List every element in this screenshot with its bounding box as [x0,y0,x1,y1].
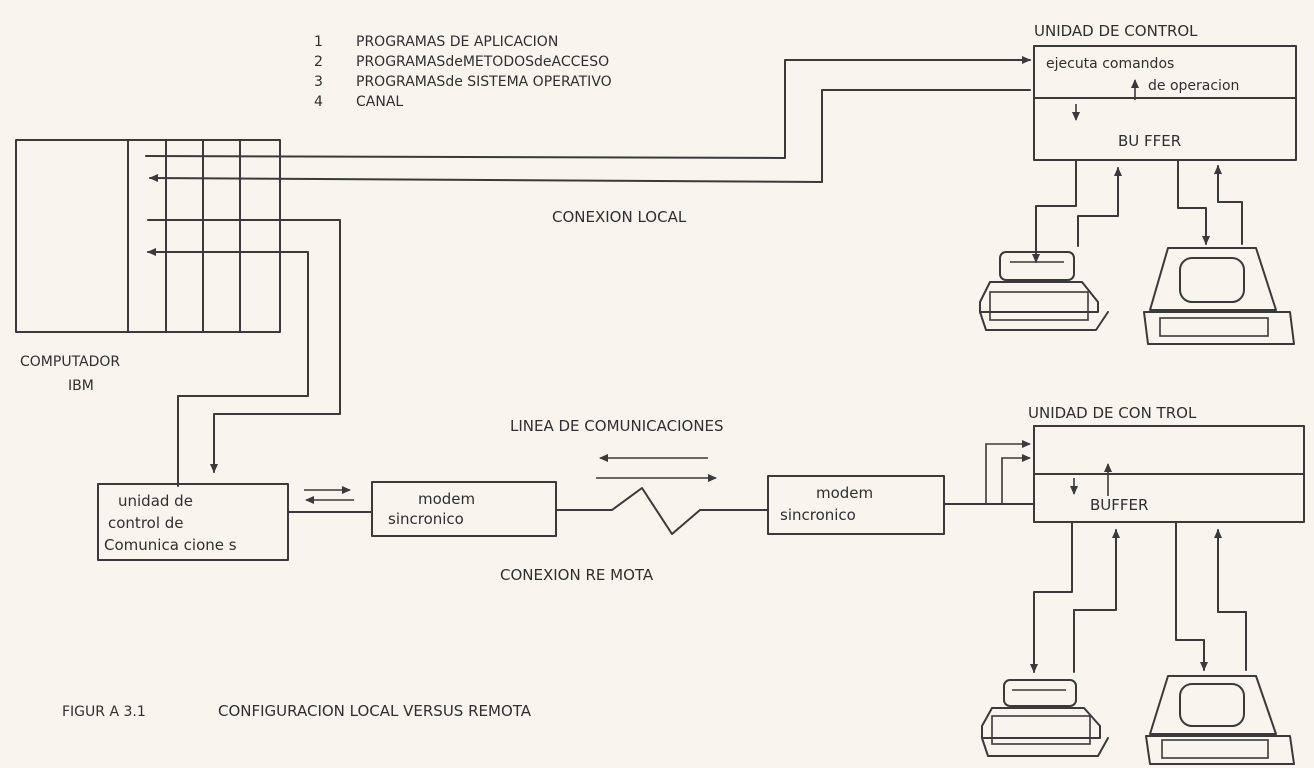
comm-line-label: LINEA DE COMUNICACIONES [510,417,724,435]
modem-left-line2: sincronico [388,510,464,528]
local-connection-label: CONEXION LOCAL [552,208,687,226]
remote-term2-down-line [1175,521,1208,671]
legend-text-1: PROGRAMAS DE APLICACION [356,34,558,50]
channel-to-control-unit [145,56,1031,159]
comm-controller-line1: unidad de [118,492,193,510]
legend-num-2: 2 [314,54,323,70]
control-unit-local-line1: ejecuta comandos [1046,56,1174,72]
channel-to-comm-controller [147,219,341,473]
control-unit-local-buffer: BU FFER [1118,132,1181,150]
computer-box [15,139,281,333]
remote-connection-label: CONEXION RE MOTA [500,566,654,584]
control-unit-local-title: UNIDAD DE CONTROL [1034,22,1198,40]
comm-controller-box [97,483,289,561]
computer-label-2: IBM [68,378,94,394]
crt-terminal-icon [1145,675,1295,765]
local-term2-down-line [1177,159,1210,245]
modem-to-remote-cu-arrow [985,440,1031,504]
modem-right-line1: modem [816,484,873,502]
local-term1-down-line [1032,159,1077,263]
legend-text-2: PROGRAMASdeMETODOSdeACCESO [356,54,609,70]
local-term1-up-line [1077,167,1122,247]
printer-terminal-icon [979,251,1109,331]
comm-controller-line2: control de [108,514,184,532]
channel-from-comm-controller [147,248,309,487]
legend-text-4: CANAL [356,94,403,110]
legend-num-3: 3 [314,74,323,90]
local-term2-up-line [1214,165,1243,245]
modem-right-line2: sincronico [780,506,856,524]
remote-term1-down-line [1030,521,1073,673]
legend-num-4: 4 [314,94,323,110]
figure-caption: CONFIGURACION LOCAL VERSUS REMOTA [218,702,532,720]
legend-num-1: 1 [314,34,323,50]
computer-label-1: COMPUTADOR [20,354,120,370]
remote-term2-up-line [1214,529,1247,671]
modem-left-line1: modem [418,490,475,508]
comm-controller-line3: Comunica cione s [104,536,237,554]
modem-to-remote-cu-arrow-2 [1001,454,1031,504]
legend: 1 PROGRAMAS DE APLICACION 2 PROGRAMASdeM… [314,34,612,110]
legend-text-3: PROGRAMASde SISTEMA OPERATIVO [356,74,612,90]
control-unit-local-line2: de operacion [1148,78,1239,94]
control-unit-remote-buffer: BUFFER [1090,496,1148,514]
control-unit-local-box [1033,45,1297,161]
control-unit-remote-title: UNIDAD DE CON TROL [1028,404,1197,422]
figure-label: FIGUR A 3.1 [62,704,146,720]
crt-terminal-icon [1143,247,1295,345]
comm-line-zigzag [555,487,769,535]
control-unit-remote-box [1033,425,1305,523]
remote-term1-up-line [1073,529,1120,673]
printer-terminal-icon [981,679,1109,757]
channel-from-control-unit [149,89,1031,183]
